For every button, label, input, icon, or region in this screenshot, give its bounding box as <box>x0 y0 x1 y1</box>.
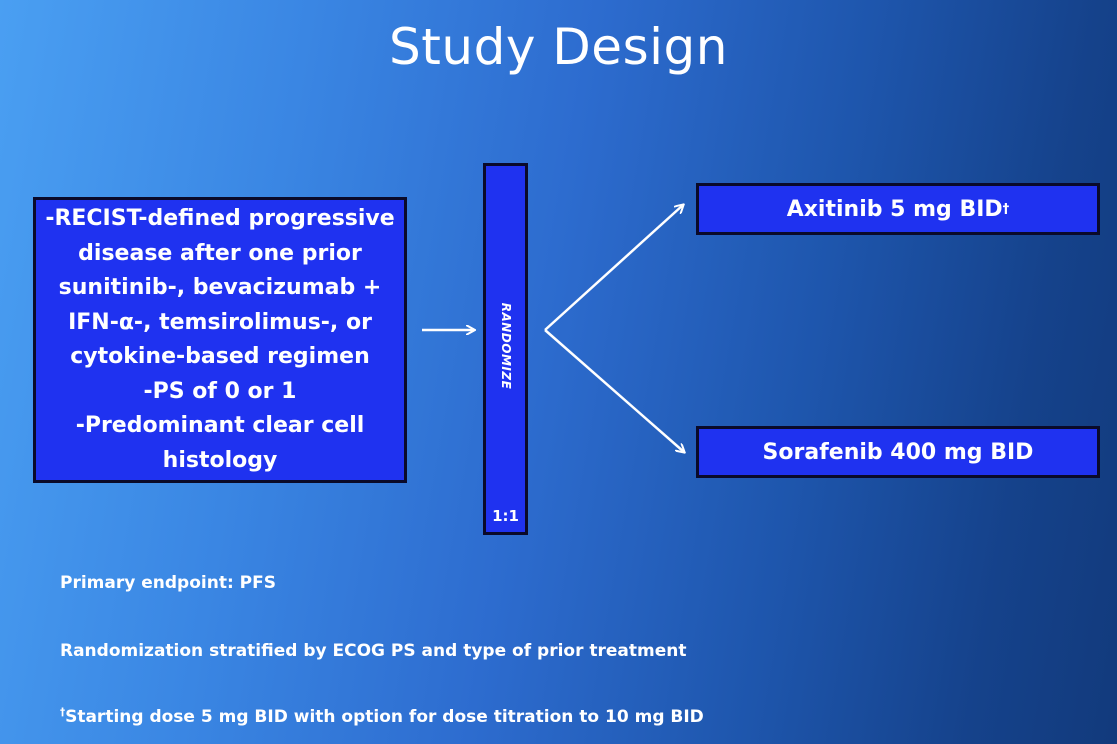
slide-title: Study Design <box>389 18 728 76</box>
eligibility-box: -RECIST-defined progressive disease afte… <box>33 197 407 483</box>
eligibility-line: cytokine-based regimen <box>70 344 370 369</box>
eligibility-line: -PS of 0 or 1 <box>143 378 297 404</box>
dose-footnote-text: Starting dose 5 mg BID with option for d… <box>65 707 704 727</box>
stratification-note: Randomization stratified by ECOG PS and … <box>60 641 687 661</box>
dose-footnote: †Starting dose 5 mg BID with option for … <box>60 707 704 727</box>
arm-axitinib-label: Axitinib 5 mg BID <box>786 196 1003 222</box>
eligibility-line: histology <box>162 447 278 473</box>
randomization-ratio: 1:1 <box>492 507 519 525</box>
arm-sorafenib-box: Sorafenib 400 mg BID <box>696 426 1100 478</box>
dagger-marker: † <box>1002 201 1010 217</box>
arm-sorafenib-label: Sorafenib 400 mg BID <box>762 439 1034 465</box>
arm-axitinib-box: Axitinib 5 mg BID† <box>696 183 1100 235</box>
dagger-marker: † <box>60 707 66 719</box>
primary-endpoint-note: Primary endpoint: PFS <box>60 573 276 593</box>
arrow-to-sorafenib <box>544 329 684 452</box>
eligibility-line: IFN-α-, temsirolimus-, or <box>68 309 372 335</box>
eligibility-line: disease after one prior <box>78 240 362 266</box>
eligibility-line: sunitinib-, bevacizumab + <box>58 275 382 300</box>
randomize-label: RANDOMIZE <box>498 302 513 390</box>
eligibility-line: -Predominant clear cell <box>75 413 365 438</box>
randomize-bar: RANDOMIZE 1:1 <box>483 163 528 535</box>
arrow-to-axitinib <box>544 205 683 331</box>
eligibility-line: -RECIST-defined progressive <box>45 206 395 231</box>
